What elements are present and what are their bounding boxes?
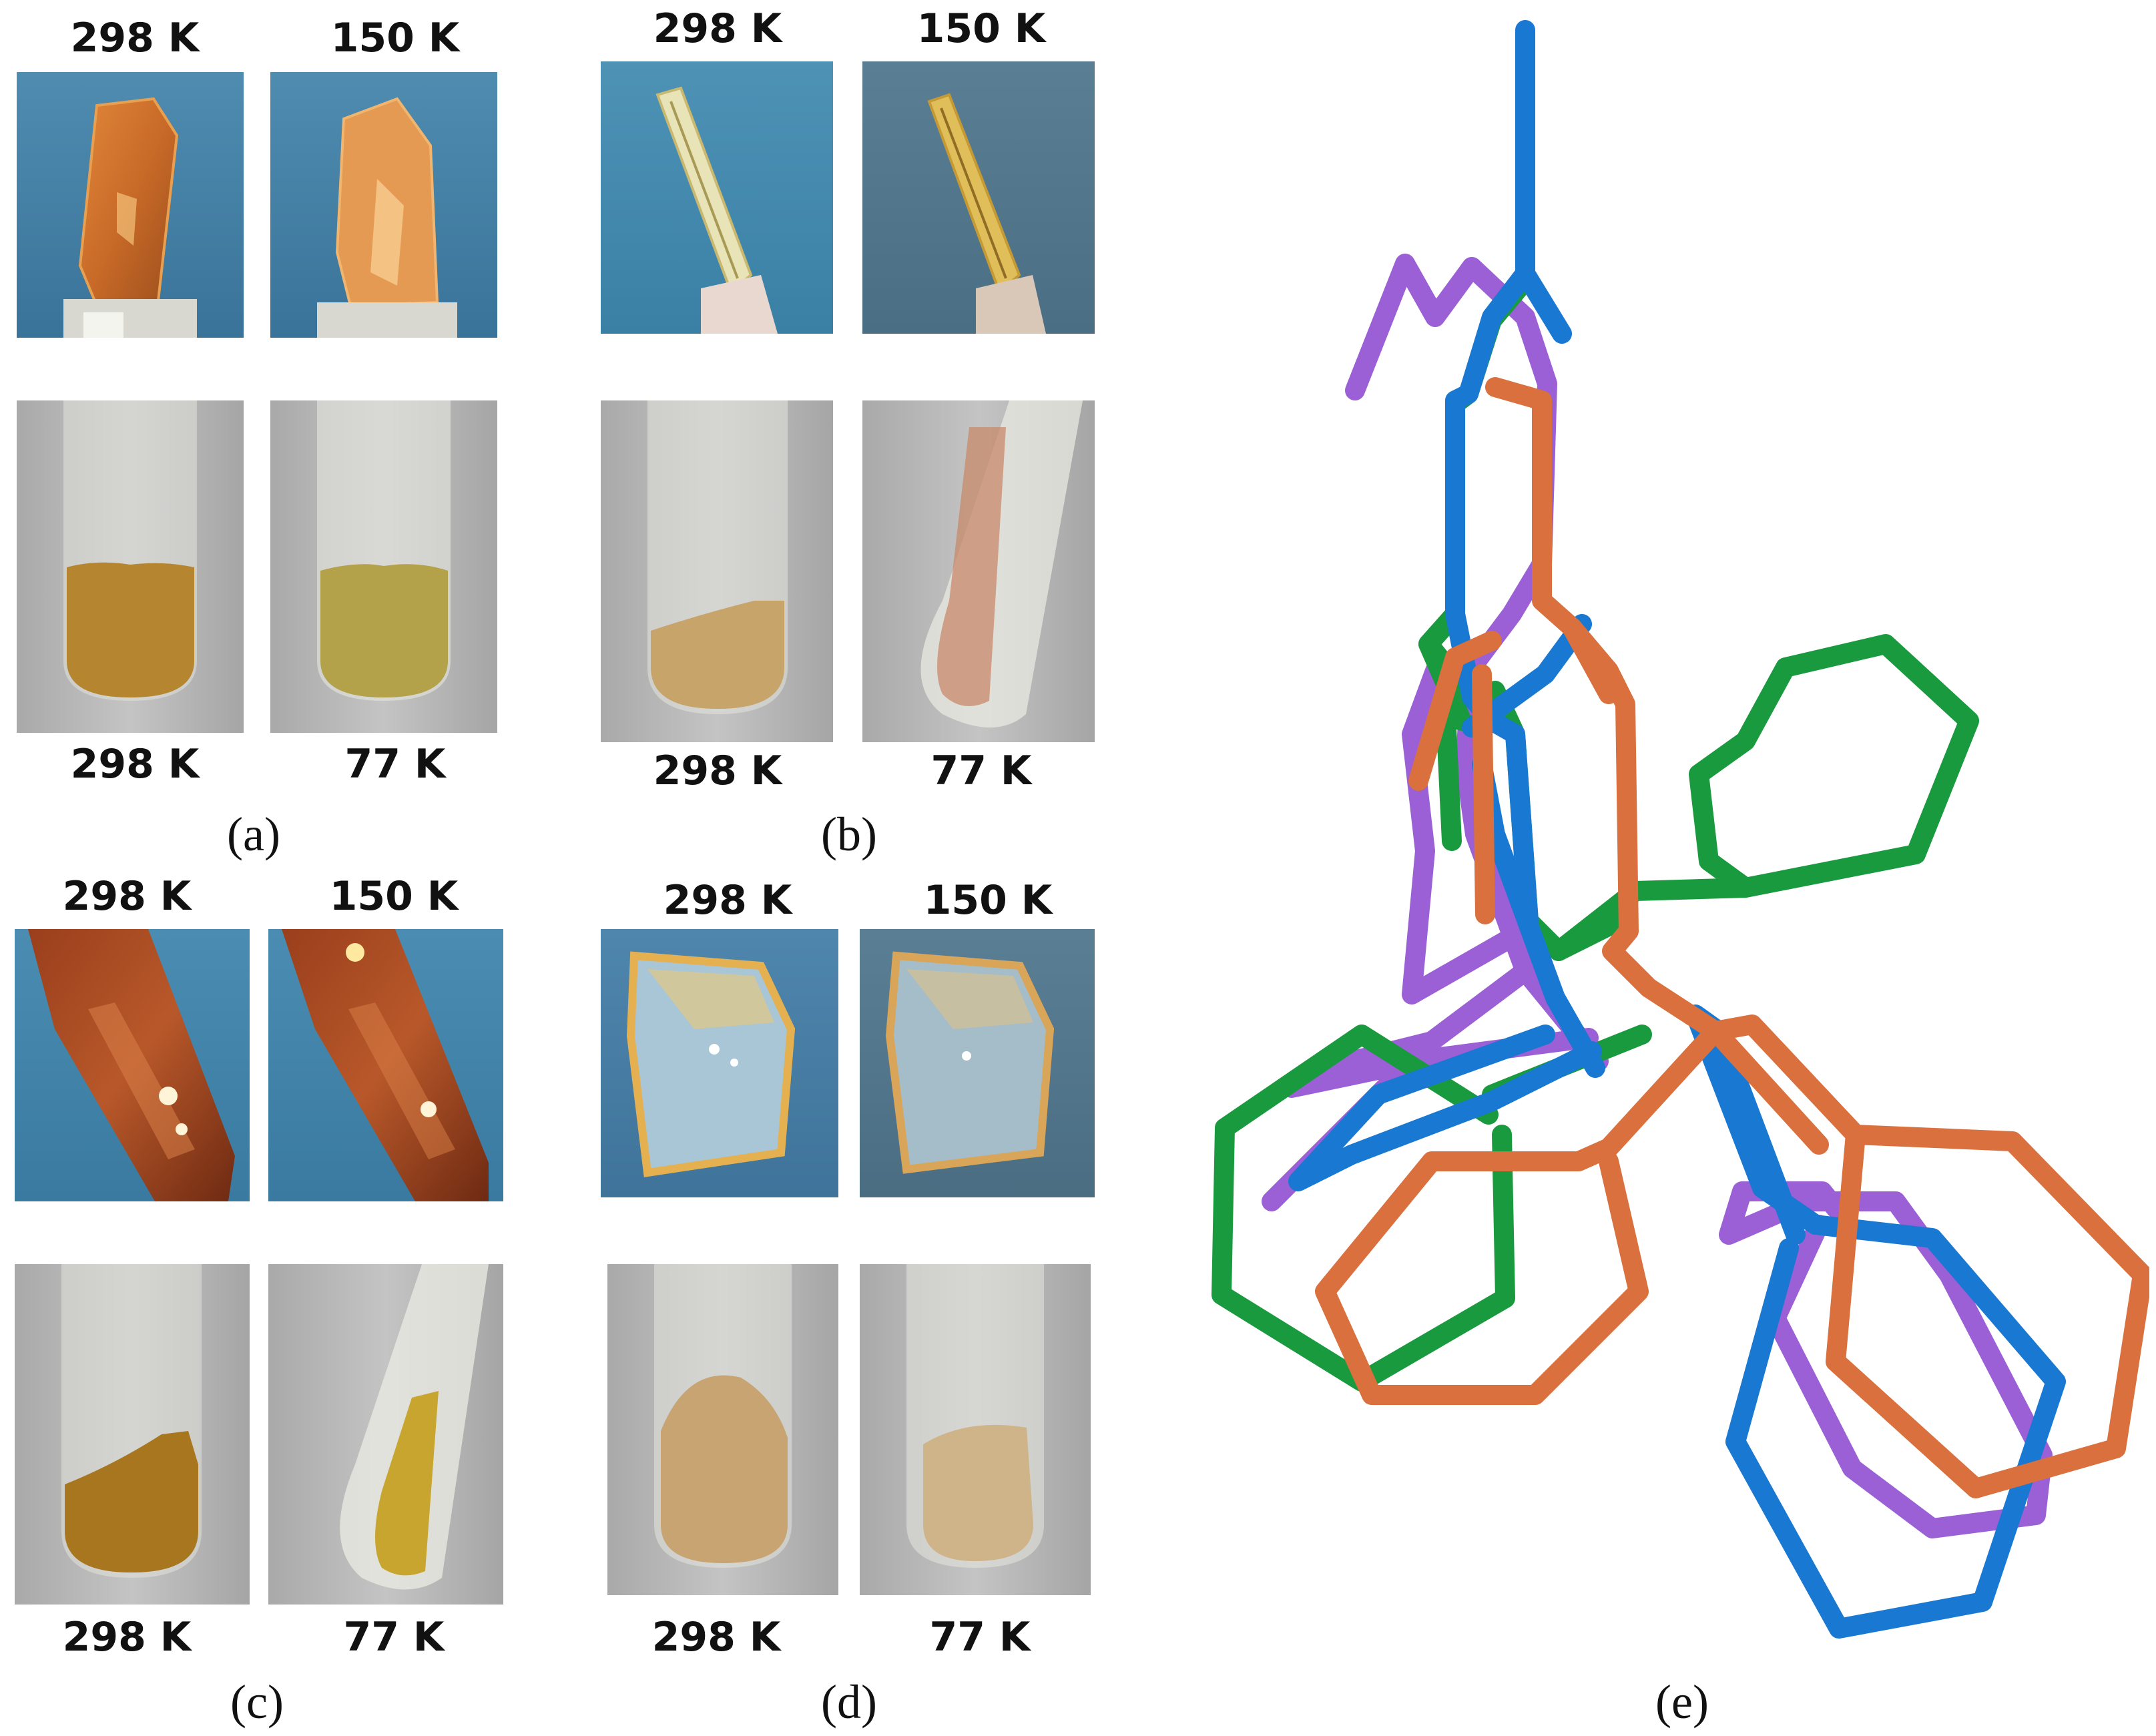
powder-tube-photo-b-77k xyxy=(862,400,1095,742)
powder-tube-photo-a-298k xyxy=(17,400,244,733)
crystal-photo-b-298k xyxy=(601,61,833,334)
crystal-photo-b-150k xyxy=(862,61,1095,334)
powder-tube-photo-d-77k xyxy=(860,1264,1091,1595)
crystal-temp-label-d-2: 150 K xyxy=(923,877,1053,924)
panel-caption-e: (e) xyxy=(1655,1675,1709,1729)
crystal-photo-d-150k xyxy=(860,929,1095,1197)
crystal-temp-label-c-2: 150 K xyxy=(329,873,459,920)
powder-tube-photo-c-77k xyxy=(268,1264,503,1605)
crystal-photo-d-298k xyxy=(601,929,838,1197)
powder-tube-photo-a-77k xyxy=(270,400,497,733)
powder-temp-label-d-1: 298 K xyxy=(651,1614,781,1661)
molecular-overlay-structure xyxy=(1211,20,2149,1639)
powder-temp-label-a-2: 77 K xyxy=(344,741,446,788)
crystal-temp-label-b-1: 298 K xyxy=(653,5,782,52)
powder-temp-label-c-2: 77 K xyxy=(343,1614,445,1661)
powder-temp-label-d-2: 77 K xyxy=(929,1614,1031,1661)
powder-temp-label-c-1: 298 K xyxy=(62,1614,192,1661)
molecule-orange-series xyxy=(1315,377,2149,1498)
crystal-temp-label-c-1: 298 K xyxy=(62,873,192,920)
powder-tube-photo-c-298k xyxy=(15,1264,250,1605)
panel-caption-c: (c) xyxy=(230,1675,284,1729)
crystal-temp-label-a-2: 150 K xyxy=(330,15,460,61)
powder-temp-label-a-1: 298 K xyxy=(70,741,200,788)
powder-temp-label-b-1: 298 K xyxy=(653,748,782,794)
crystal-photo-a-298k xyxy=(17,72,244,338)
crystal-temp-label-a-1: 298 K xyxy=(70,15,200,61)
powder-temp-label-b-2: 77 K xyxy=(930,748,1032,794)
powder-tube-photo-d-298k xyxy=(607,1264,838,1595)
panel-caption-a: (a) xyxy=(227,808,280,861)
crystal-temp-label-b-2: 150 K xyxy=(916,5,1046,52)
panel-caption-b: (b) xyxy=(821,808,877,861)
panel-caption-d: (d) xyxy=(821,1675,877,1729)
crystal-temp-label-d-1: 298 K xyxy=(663,877,792,924)
crystal-photo-c-298k xyxy=(15,929,250,1201)
crystal-photo-c-150k xyxy=(268,929,503,1201)
crystal-photo-a-150k xyxy=(270,72,497,338)
powder-tube-photo-b-298k xyxy=(601,400,833,742)
